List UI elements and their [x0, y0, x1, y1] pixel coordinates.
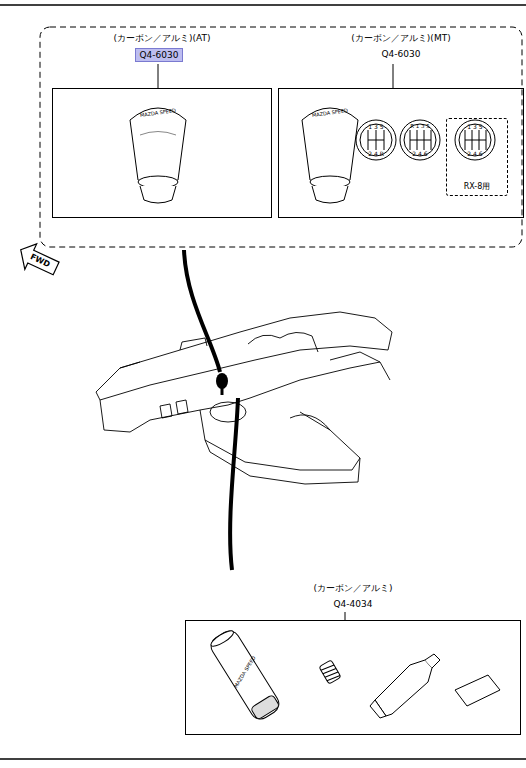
- fwd-arrow: [14, 239, 62, 281]
- car-interior: [96, 312, 392, 484]
- part-number: Q4-4034: [185, 598, 521, 610]
- part-box: (カーボン／アルミ)(AT) Q4-6030: [52, 30, 272, 218]
- part-heading: (カーボン／アルミ)(AT): [52, 32, 272, 44]
- leader-line: [158, 64, 159, 88]
- leader-line: [345, 612, 346, 620]
- box-frame: [185, 620, 521, 735]
- shift-pattern-text: 1 3 5: [467, 124, 482, 130]
- shift-knob: [216, 373, 228, 389]
- leader-line: [184, 250, 220, 372]
- part-box: RX-8用 (カーボン／アルミ)(MT) Q4-6030: [278, 30, 524, 218]
- part-number: Q4-6030: [135, 48, 184, 62]
- leader-line: [393, 64, 394, 88]
- page-rule: [0, 4, 526, 6]
- leader-line: [230, 398, 238, 570]
- shift-knob: [302, 108, 358, 203]
- part-heading: RX-8用: [447, 182, 507, 192]
- box-frame: [52, 88, 272, 218]
- shift-pattern-text: 2 4 6: [467, 151, 482, 157]
- shift-pattern-text: 1 3 5: [368, 124, 383, 130]
- shift-pattern-text: 2 4 R: [368, 151, 384, 157]
- box-frame: [278, 88, 524, 218]
- part-box: (カーボン／アルミ) Q4-4034: [185, 580, 521, 735]
- part-number: Q4-6030: [278, 48, 524, 60]
- shift-knob: [130, 108, 186, 203]
- shift-pattern-text: R 1 3 5: [410, 124, 430, 130]
- part-heading: (カーボン／アルミ)(MT): [278, 32, 524, 44]
- shift-pattern-emblem: [356, 120, 495, 160]
- part-heading: (カーボン／アルミ): [185, 582, 521, 594]
- shift-pattern-text: 2 4 6: [412, 151, 427, 157]
- group-frame: [40, 27, 522, 247]
- boot-kit-parts: [207, 627, 500, 723]
- page-rule: [0, 758, 526, 760]
